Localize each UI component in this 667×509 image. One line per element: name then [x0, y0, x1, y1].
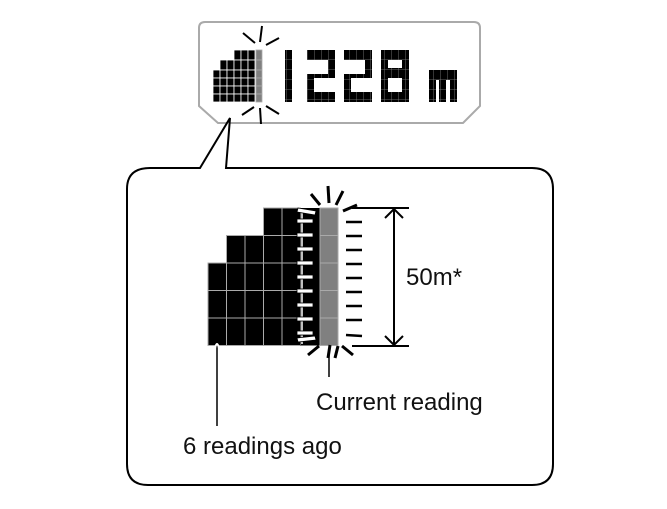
ladder-rungs	[296, 207, 317, 344]
lcd-current-bar	[255, 49, 263, 103]
lcd-altitude-digits	[285, 50, 457, 102]
current-reading-label: Current reading	[316, 389, 483, 416]
history-bar-graph	[207, 185, 363, 359]
callout-box	[126, 117, 554, 486]
range-label: 50m*	[406, 264, 462, 291]
scale-ticks	[345, 220, 363, 338]
current-reading-column	[319, 207, 339, 346]
range-dimension	[352, 207, 409, 347]
oldest-leader-hook	[214, 343, 220, 349]
lcd-frame	[198, 21, 481, 124]
lcd-blink-icon	[241, 25, 280, 125]
lcd-mini-graph	[212, 25, 280, 125]
oldest-reading-label: 6 readings ago	[183, 433, 342, 460]
